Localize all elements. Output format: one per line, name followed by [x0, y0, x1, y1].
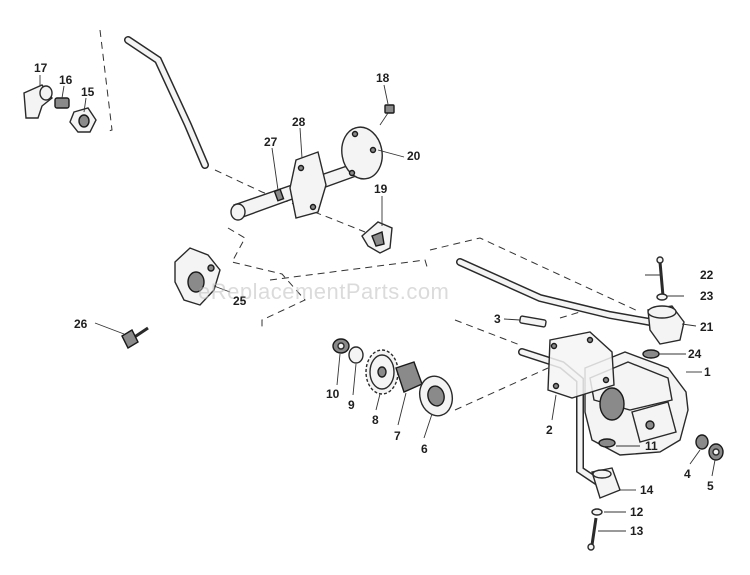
seal-part-6	[419, 375, 453, 417]
washer-part-9	[348, 346, 364, 364]
callout-21: 21	[700, 320, 714, 334]
pin-part-3	[519, 315, 547, 328]
callout-10: 10	[326, 387, 340, 401]
nut-part-15	[69, 107, 97, 133]
callout-27: 27	[264, 135, 278, 149]
oil-tube-upper	[124, 36, 209, 169]
callout-11: 11	[645, 439, 658, 453]
bolt-part-22	[656, 256, 665, 297]
splined-shaft-part-7	[395, 361, 423, 393]
elbow-fitting-part-17	[23, 84, 53, 119]
callout-25: 25	[233, 294, 247, 308]
callout-labels: 17 16 15 18 28 27 20 19 25 26 22 23 21 2…	[34, 61, 714, 538]
nut-part-10	[332, 338, 350, 354]
washer-part-12	[591, 508, 603, 516]
callout-2: 2	[546, 423, 553, 437]
nut-part-5	[708, 443, 724, 461]
callout-leaders	[39, 75, 716, 532]
washer-part-23	[656, 293, 668, 301]
oil-line-arm	[456, 258, 654, 326]
callout-18: 18	[376, 71, 390, 85]
callout-17: 17	[34, 61, 48, 75]
washer-part-24	[642, 349, 660, 359]
washer-part-11	[598, 438, 616, 448]
callout-1: 1	[704, 365, 711, 379]
callout-12: 12	[630, 505, 644, 519]
callout-19: 19	[374, 182, 388, 196]
pump-cover-part-25	[174, 247, 221, 306]
callout-13: 13	[630, 524, 644, 538]
callout-16: 16	[59, 73, 73, 87]
callout-5: 5	[707, 479, 714, 493]
gasket-plate-part-2	[547, 331, 615, 399]
nipple-fitting-part-16	[54, 97, 70, 109]
block-part-14	[591, 467, 621, 499]
callout-26: 26	[74, 317, 88, 331]
callout-9: 9	[348, 398, 355, 412]
callout-28: 28	[292, 115, 306, 129]
fitting-block-part-21	[647, 305, 685, 345]
bracket-part-19	[361, 221, 393, 254]
callout-8: 8	[372, 413, 379, 427]
callout-14: 14	[640, 483, 654, 497]
nut-part-4	[695, 434, 709, 450]
callout-3: 3	[494, 312, 501, 326]
callout-22: 22	[700, 268, 714, 282]
callout-15: 15	[81, 85, 95, 99]
callout-6: 6	[421, 442, 428, 456]
flange-plate-part-28	[289, 151, 327, 219]
watermark-text: eReplacementParts.com	[198, 279, 449, 304]
bolt-part-26	[121, 326, 149, 349]
screw-part-18	[379, 104, 395, 126]
callout-20: 20	[407, 149, 421, 163]
gear-part-8	[365, 349, 399, 395]
callout-7: 7	[394, 429, 401, 443]
callout-24: 24	[688, 347, 702, 361]
cover-plate-part-20	[341, 126, 383, 180]
callout-23: 23	[700, 289, 714, 303]
bolt-part-13	[587, 517, 598, 551]
callout-4: 4	[684, 467, 691, 481]
